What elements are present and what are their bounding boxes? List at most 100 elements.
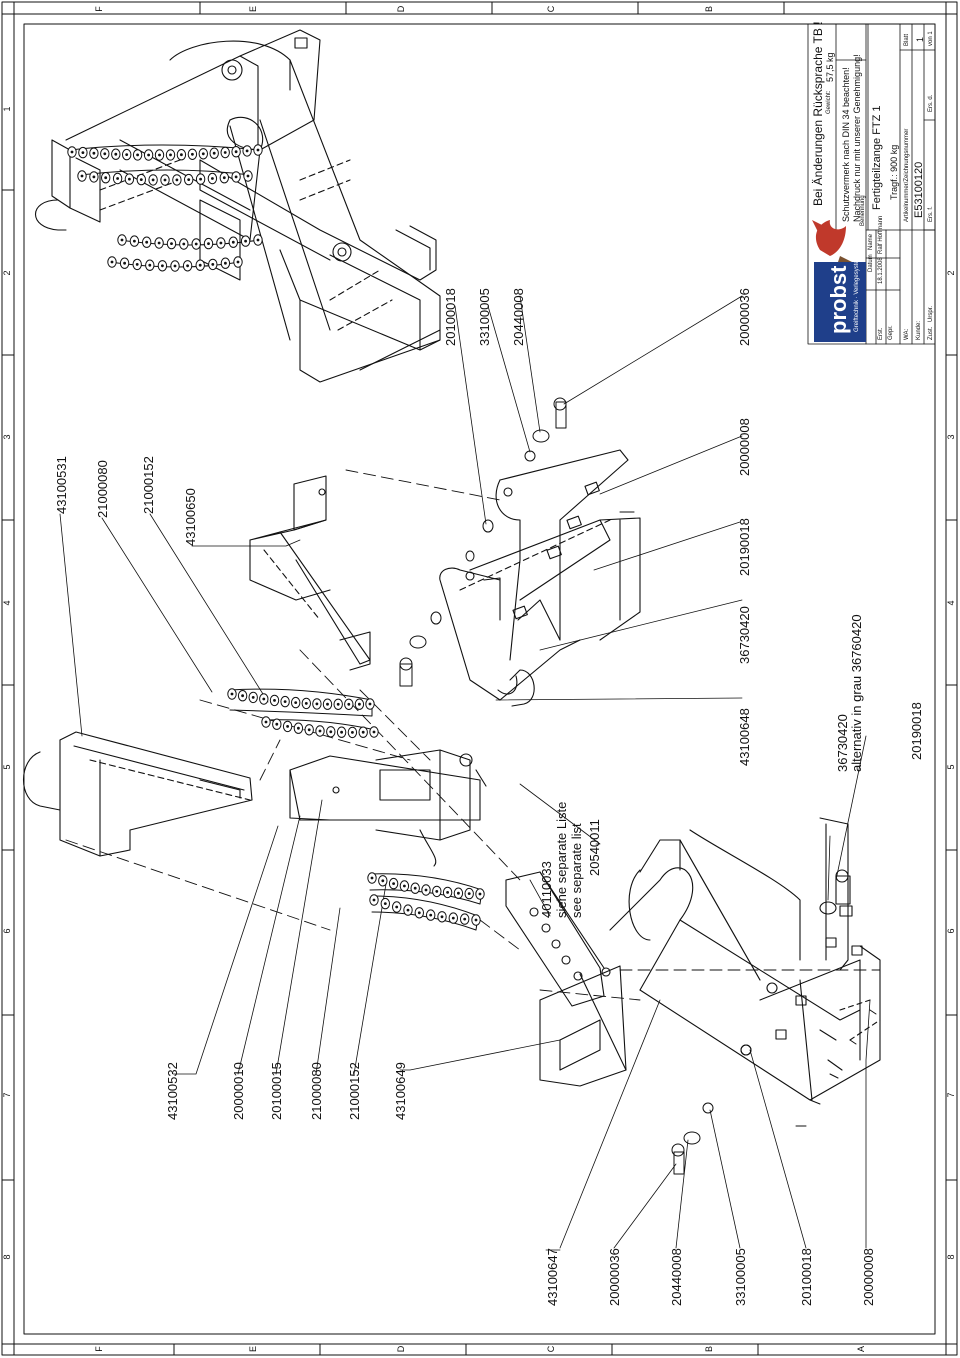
chain-link-pin xyxy=(383,902,387,905)
chain-link-pin xyxy=(148,263,152,267)
chain-link-pin xyxy=(194,242,198,246)
chain-link-pin xyxy=(246,174,250,178)
callout-20440008-bottom: 20440008 xyxy=(669,1248,684,1306)
erst-date: 18.1.2008 xyxy=(878,257,884,284)
weight-label: Gewicht: xyxy=(826,90,832,114)
callout-20000008-mid: 20000008 xyxy=(737,418,752,476)
zone-number-right-6: 6 xyxy=(946,928,956,934)
chain-link-pin xyxy=(211,263,215,266)
zust-label: Zust. xyxy=(928,326,934,340)
zone-letter-bottom-A: A xyxy=(856,1346,866,1353)
chain-link-pin xyxy=(307,728,311,732)
callout-separate-list-en: see separate list xyxy=(569,823,584,918)
zone-number-left-4: 4 xyxy=(2,600,12,606)
chain-link-pin xyxy=(329,730,333,734)
chain-link-pin xyxy=(435,890,439,893)
zone-number-left-8: 8 xyxy=(2,1254,12,1260)
chain-link-pin xyxy=(392,882,395,885)
callout-21000152-lower: 21000152 xyxy=(347,1062,362,1120)
zone-number-left-5: 5 xyxy=(2,764,12,770)
chain-link-pin xyxy=(223,151,227,154)
protection-note-1: Schutzvermerk nach DIN 34 beachten! xyxy=(841,67,851,222)
chain-link-pin xyxy=(304,702,308,705)
tube-43100650 xyxy=(249,475,371,671)
chain-link-pin xyxy=(201,152,205,156)
chain-link-pin xyxy=(147,153,151,157)
zone-letter-bottom-C: C xyxy=(546,1345,556,1353)
chain-link-pin xyxy=(275,722,279,726)
chain-link-pin xyxy=(429,913,433,917)
chain-link-pin xyxy=(413,886,417,890)
zone-letter-bottom-E: E xyxy=(248,1346,258,1353)
probst-logo: probst Greiftechnik · Verlegesysteme xyxy=(814,252,866,342)
chain-link-pin xyxy=(273,699,276,702)
logo-bird-icon xyxy=(812,220,852,262)
zone-letter-bottom-F: F xyxy=(94,1346,104,1352)
chain-link-pin xyxy=(234,175,238,179)
chain-link-pin xyxy=(145,240,149,244)
chain-link-pin xyxy=(478,892,482,896)
chain-link-pin xyxy=(199,177,203,181)
chain-link-pin xyxy=(187,178,191,182)
chain-link-pin xyxy=(125,153,129,157)
chain-link-pin xyxy=(368,702,372,706)
chain-link-pin xyxy=(139,178,143,182)
urspr-label: Urspr. xyxy=(928,305,934,322)
chain-link-pin xyxy=(234,150,238,154)
chain-link-pin xyxy=(463,917,467,921)
callout-20100018-upper: 20100018 xyxy=(443,288,458,346)
erst-name: Ralf Hoffmann xyxy=(878,215,884,254)
chain-link-pin xyxy=(158,153,161,157)
chain-link-pin xyxy=(351,731,354,734)
construction-lines xyxy=(65,469,881,1001)
chain-link-pin xyxy=(120,238,124,242)
slider-block-43100649 xyxy=(289,749,487,867)
chain-link-pin xyxy=(230,692,234,696)
chain-link-pin xyxy=(467,892,471,895)
callout-20440008-upper: 20440008 xyxy=(511,288,526,346)
zone-number-right-3: 3 xyxy=(946,434,956,440)
chain-link-pin xyxy=(182,242,186,246)
sheet-number: 1 xyxy=(915,36,925,42)
chain-link-pin xyxy=(262,697,266,701)
chain-link-pin xyxy=(231,240,235,244)
chain-link-pin xyxy=(372,898,376,902)
callout-33100005-upper: 33100005 xyxy=(477,288,492,346)
chain-link-pin xyxy=(180,153,183,157)
zone-letter-top-F: F xyxy=(94,6,104,12)
chain-link-pin xyxy=(340,730,343,734)
callout-43100647: 43100647 xyxy=(545,1248,560,1306)
chain-link-pin xyxy=(395,905,399,909)
weight-value: 57,5 kg xyxy=(825,52,835,82)
callout-20100015: 20100015 xyxy=(269,1062,284,1120)
name-label: Name xyxy=(868,233,874,250)
callout-40110033: 40110033 xyxy=(539,861,554,918)
sheet-label: Blatt xyxy=(904,33,910,46)
chain-link-pin xyxy=(474,918,478,922)
chain-link-pin xyxy=(326,702,329,706)
callout-20540011: 20540011 xyxy=(587,819,602,876)
callout-20000036-bottom: 20000036 xyxy=(607,1248,622,1306)
zone-number-right-5: 5 xyxy=(946,764,956,770)
chain-link-pin xyxy=(151,178,155,182)
callout-separate-list-de: siehe separate Liste xyxy=(554,801,569,918)
chain-link-pin xyxy=(236,260,240,264)
chain-link-pin xyxy=(440,915,444,919)
chain-link-pin xyxy=(198,263,202,267)
callout-21000080-upper: 21000080 xyxy=(95,460,110,518)
zone-letter-top-D: D xyxy=(396,5,406,13)
zone-number-left-7: 7 xyxy=(2,1092,12,1098)
callout-alt-note: alternativ in grau 36760420 xyxy=(849,614,864,772)
article-number-label: Artikelnummer/Zeichnungsnummer xyxy=(904,128,910,222)
chain-link-pin xyxy=(161,264,164,268)
change-notice: Bei Änderungen Rücksprache TB ! xyxy=(811,21,825,206)
zone-number-right-8: 8 xyxy=(946,1254,956,1260)
callout-21000152-upper: 21000152 xyxy=(141,456,156,514)
ers-d-label: Ers. d. xyxy=(928,94,934,112)
chain-link-pin xyxy=(457,891,460,895)
callout-20190018-mid: 20190018 xyxy=(737,518,752,576)
chain-link-pin xyxy=(446,891,449,894)
chain-link-pin xyxy=(256,148,260,152)
